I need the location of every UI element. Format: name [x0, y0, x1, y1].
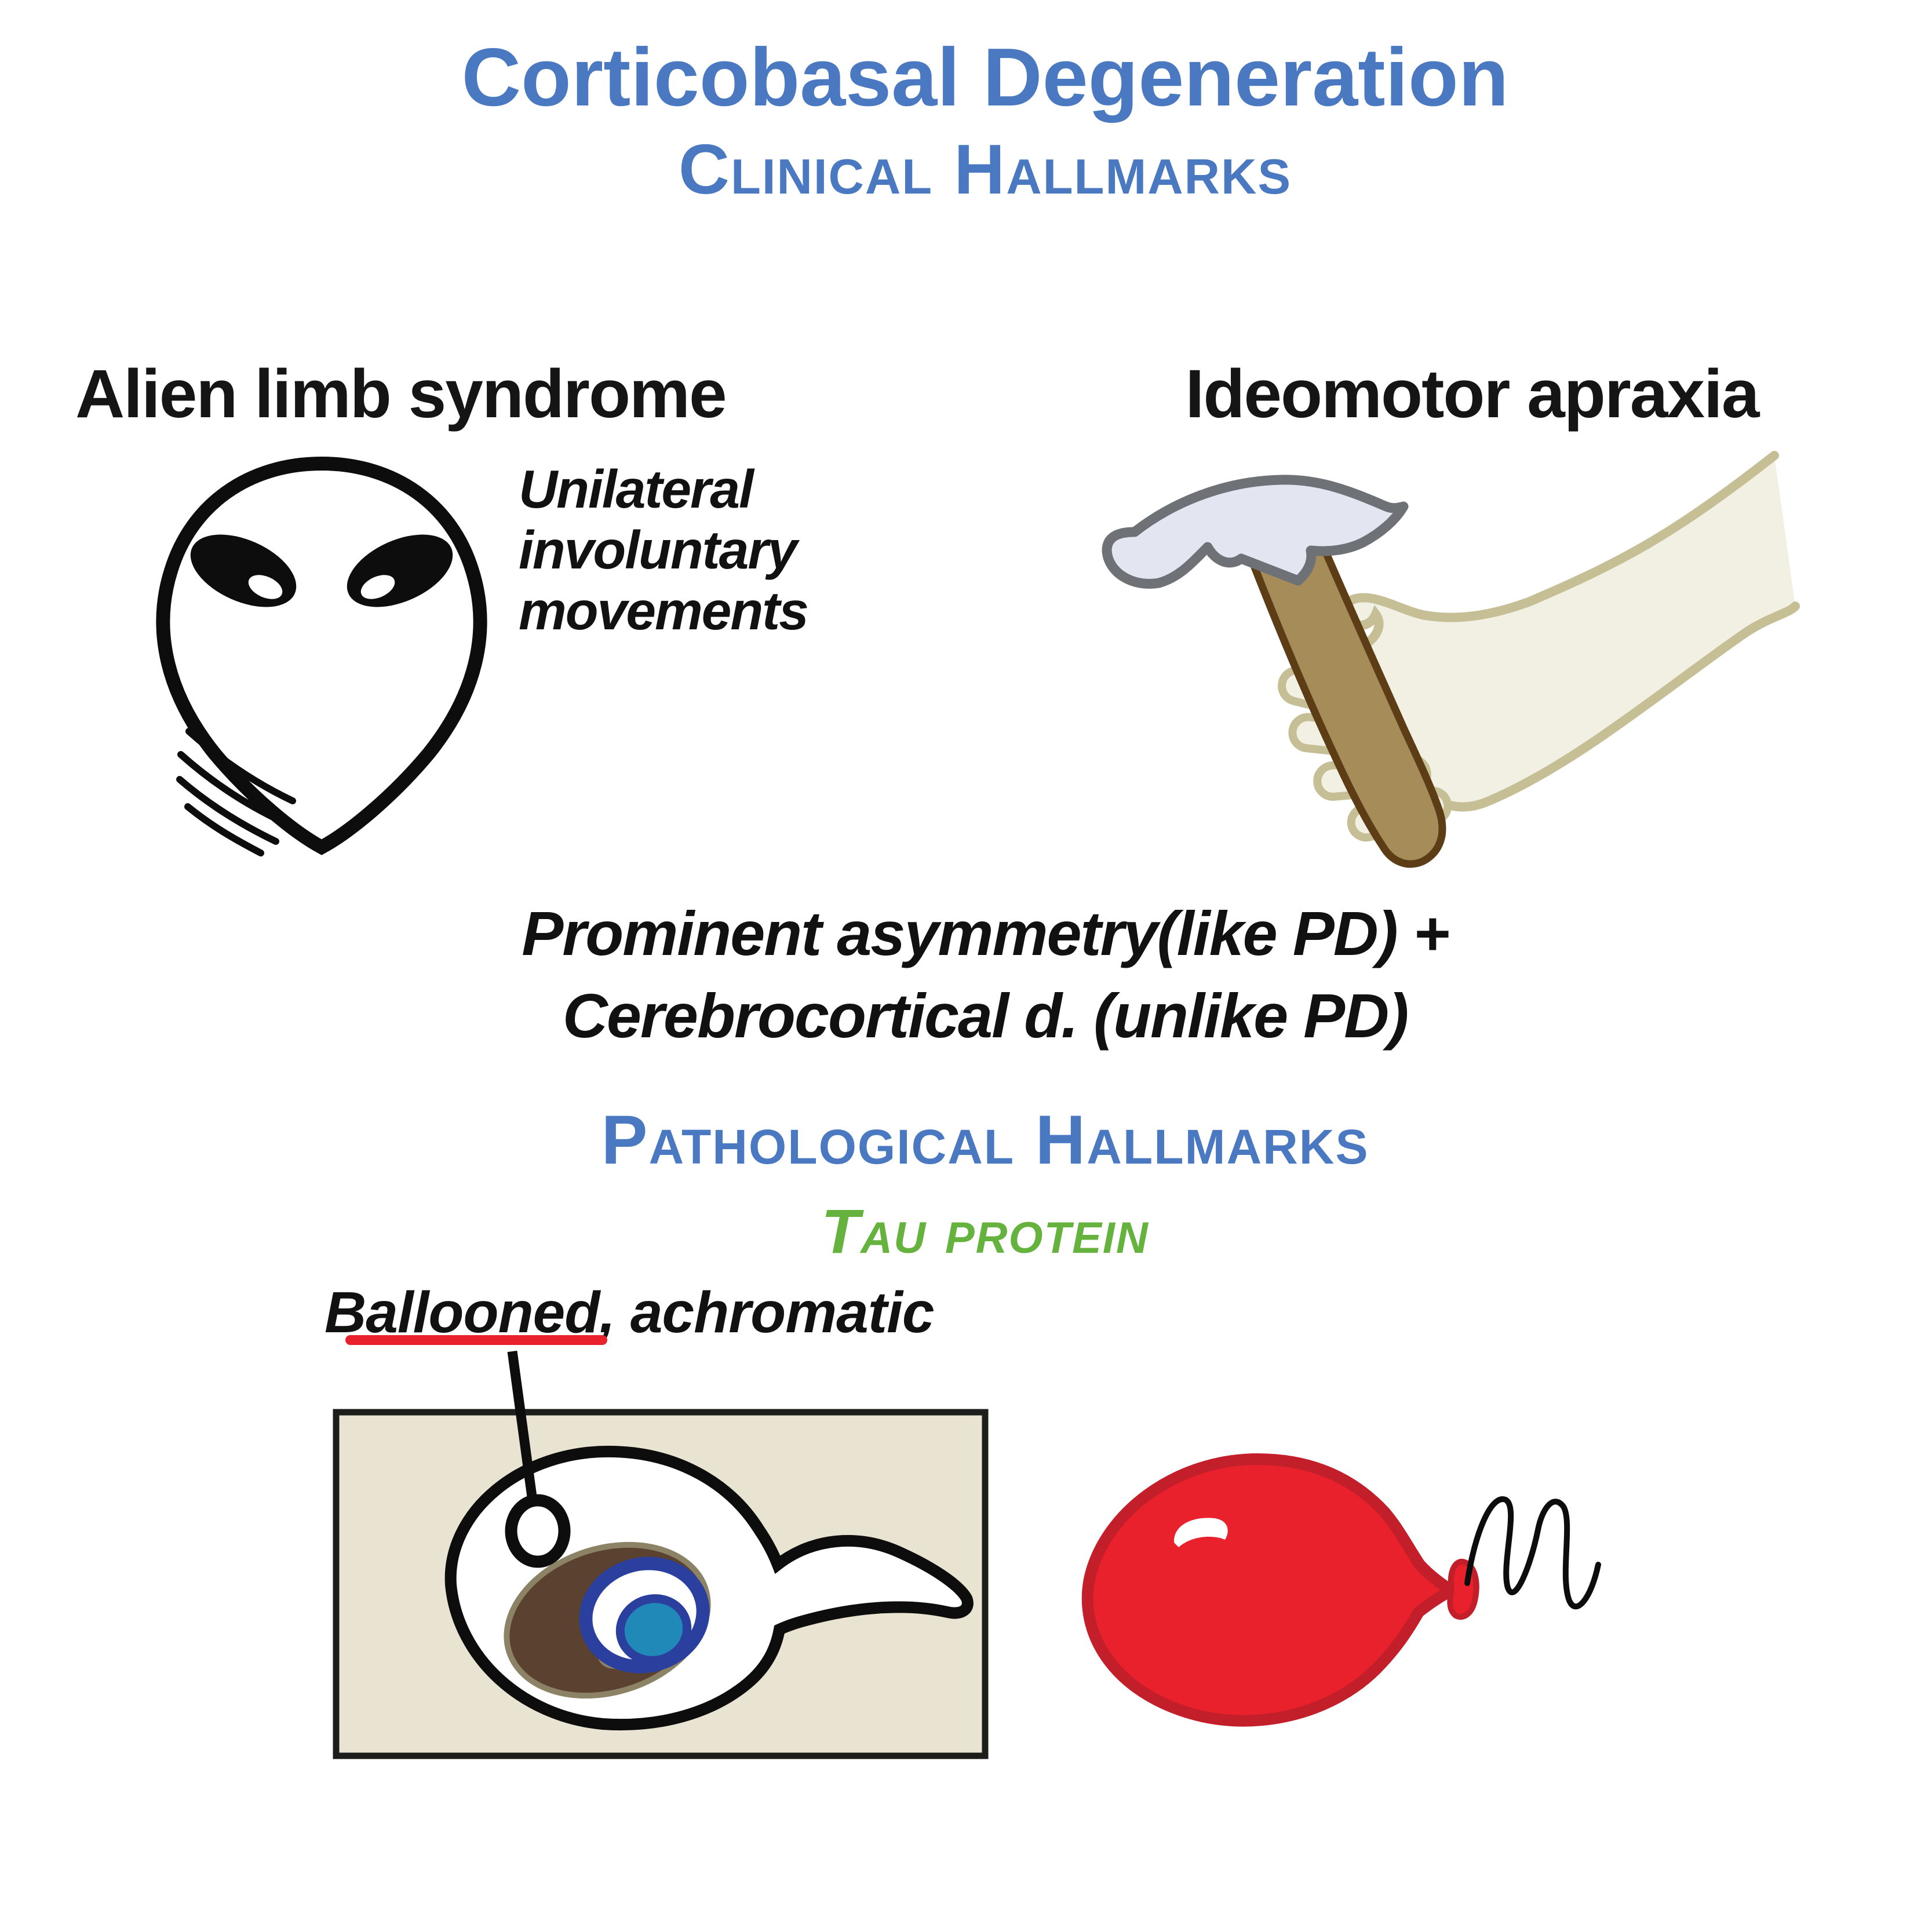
red-balloon-icon	[1081, 1453, 1601, 1727]
alien-limb-heading: Alien limb syndrome	[75, 356, 727, 432]
alien-right-eye-highlight	[360, 575, 395, 599]
arm-fill	[1342, 455, 1795, 807]
alien-note-line-1: Unilateral	[519, 459, 754, 519]
alien-head-icon	[156, 456, 487, 856]
hand-grabbing-hammer-icon	[1102, 451, 1800, 868]
achromatic-word: , achromatic	[599, 1280, 934, 1345]
balloon-string	[1464, 1496, 1601, 1610]
alien-left-eye-highlight	[248, 575, 283, 599]
alien-mouth-hatch-lines	[176, 728, 296, 856]
ballooned-word: Ballooned	[325, 1280, 600, 1345]
middle-note-line2: Cerebrocortical d. (unlike PD)	[562, 980, 1409, 1051]
alien-note-line-2: involuntary	[519, 520, 797, 580]
tau-protein-label: Tau protein	[821, 1196, 1149, 1266]
pathological-hallmarks-heading: Pathological Hallmarks	[601, 1101, 1369, 1179]
ballooned-achromatic-label: Ballooned, achromatic	[325, 1280, 934, 1346]
ideomotor-apraxia-heading: Ideomotor apraxia	[1185, 356, 1760, 432]
alien-note-line-3: movements	[519, 581, 809, 641]
balloon-body	[1081, 1453, 1464, 1727]
alien-note: Unilateral involuntary movements	[519, 459, 924, 641]
pointer-line	[507, 1350, 538, 1502]
nucleolus	[615, 1594, 692, 1665]
hammer-head	[1102, 475, 1409, 589]
middle-note-line1: Prominent asymmetry(like PD) +	[522, 898, 1450, 968]
balloon-knot	[1447, 1559, 1479, 1620]
page-title: Corticobasal Degeneration	[461, 31, 1509, 123]
ballooned-red-underline	[345, 1335, 607, 1345]
hammer-handle	[1242, 527, 1446, 868]
ballooned-neuron-micrograph-icon	[333, 1350, 989, 1759]
alien-head-outline	[156, 456, 487, 855]
subtitle-clinical-hallmarks: Clinical Hallmarks	[678, 130, 1292, 209]
pointer-ring	[505, 1494, 571, 1568]
balloon-highlight	[1173, 1518, 1228, 1547]
